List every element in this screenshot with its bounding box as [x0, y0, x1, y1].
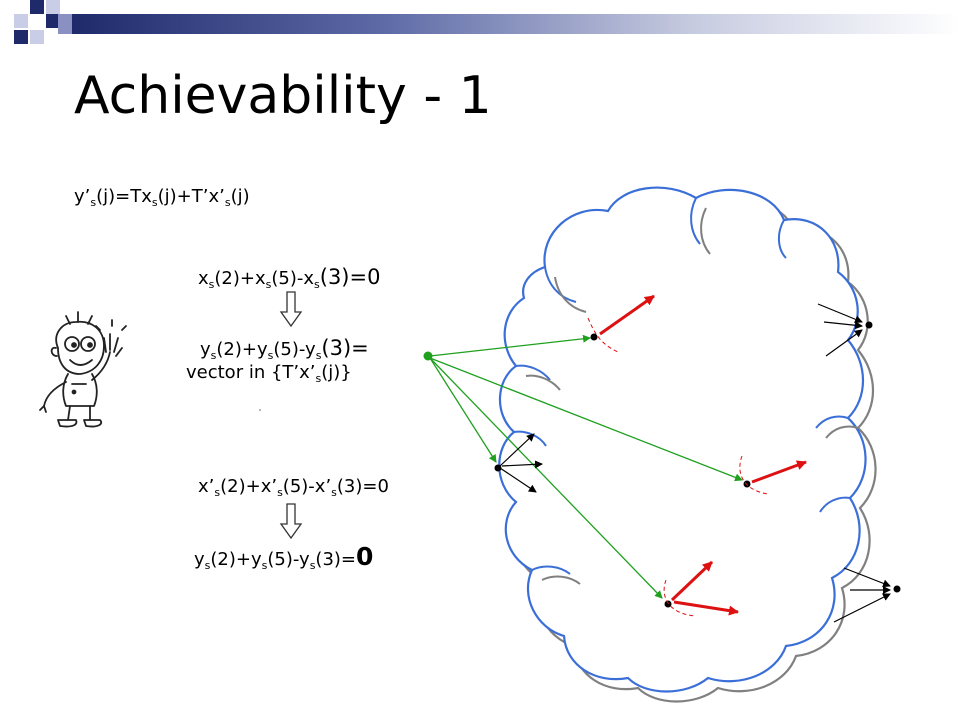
sink-node-top: [865, 321, 873, 329]
main-equation: y’s(j)=Txs(j)+T’x’s(j): [74, 186, 250, 209]
implies-arrow-icon: [279, 503, 303, 540]
equation-y-sum: ys(2)+ys(5)-ys(3)=: [200, 336, 369, 362]
equation-xprime-sum: x’s(2)+x’s(5)-x’s(3)=0: [198, 476, 389, 499]
equation-x-sum: xs(2)+xs(5)-xs(3)=0: [198, 265, 381, 291]
green-transmission-arrows: [429, 334, 743, 599]
equation-vector-span: vector in {T’x’s(j)}: [186, 362, 352, 385]
node-top: [590, 333, 598, 341]
node-bottom: [664, 600, 672, 608]
sink-node-bottom: [893, 585, 901, 593]
cloud-network: [498, 186, 867, 693]
title-gradient-bar: [72, 14, 960, 34]
implies-arrow-icon: [279, 291, 303, 328]
corner-squares-decoration: [14, 0, 72, 44]
slide-title: Achievability - 1: [74, 66, 492, 126]
node-left: [494, 464, 502, 472]
equation-y-zero: ys(2)+ys(5)-ys(3)=0: [194, 542, 374, 572]
